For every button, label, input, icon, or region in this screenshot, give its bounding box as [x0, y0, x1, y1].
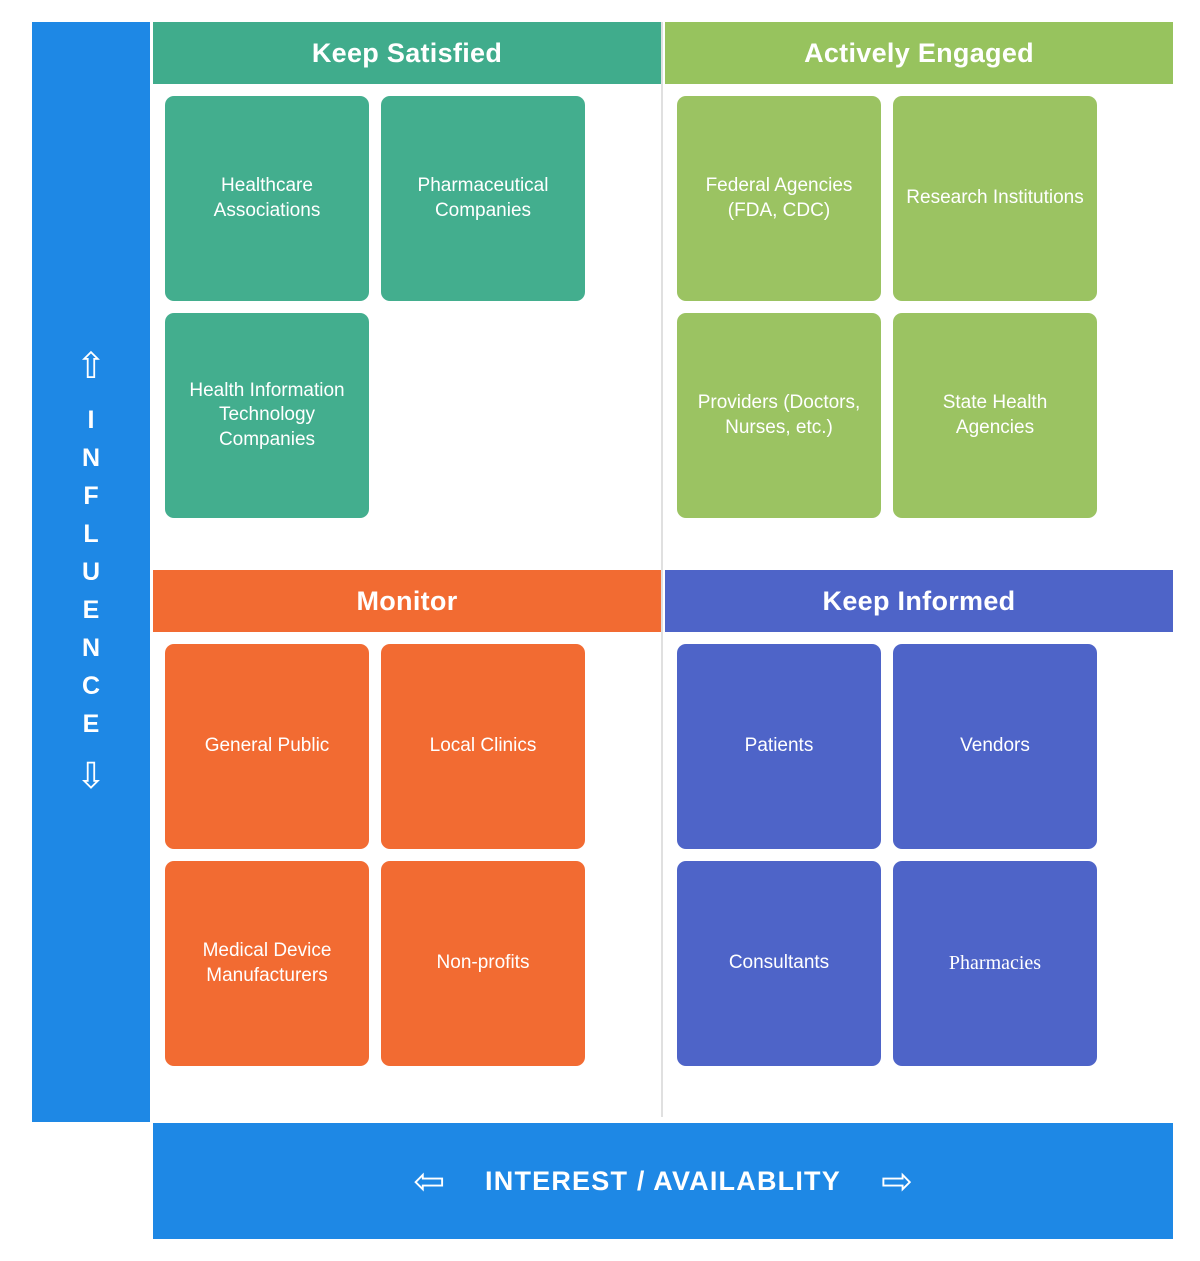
- interest-availability-axis: ⇦ INTEREST / AVAILABLITY ⇨: [153, 1123, 1173, 1239]
- influence-axis-letter: E: [82, 710, 100, 738]
- card-list-monitor: General Public Local Clinics Medical Dev…: [153, 632, 661, 1066]
- influence-axis-letter: E: [82, 596, 100, 624]
- arrow-right-icon: ⇨: [880, 1159, 913, 1203]
- vertical-divider: [661, 22, 663, 1117]
- quadrant-keep-informed: Keep Informed Patients Vendors Consultan…: [665, 570, 1173, 1066]
- quadrant-actively-engaged: Actively Engaged Federal Agencies (FDA, …: [665, 22, 1173, 518]
- quadrant-keep-satisfied: Keep Satisfied Healthcare Associations P…: [153, 22, 661, 518]
- influence-axis-label: I N F L U E N C E: [82, 401, 100, 743]
- quadrant-monitor: Monitor General Public Local Clinics Med…: [153, 570, 661, 1066]
- stakeholder-card[interactable]: Local Clinics: [381, 644, 585, 849]
- influence-axis-letter: U: [81, 558, 101, 586]
- stakeholder-card[interactable]: Federal Agencies (FDA, CDC): [677, 96, 881, 301]
- stakeholder-card[interactable]: Providers (Doctors, Nurses, etc.): [677, 313, 881, 518]
- influence-axis-letter: N: [81, 634, 101, 662]
- quadrant-title-actively-engaged: Actively Engaged: [665, 22, 1173, 84]
- quadrant-title-keep-informed: Keep Informed: [665, 570, 1173, 632]
- arrow-down-icon: ⇩: [75, 756, 107, 797]
- card-list-keep-satisfied: Healthcare Associations Pharmaceutical C…: [153, 84, 661, 518]
- influence-axis-letter: F: [83, 482, 99, 510]
- influence-axis-letter: N: [81, 444, 101, 472]
- quadrant-title-monitor: Monitor: [153, 570, 661, 632]
- quadrant-grid: Keep Satisfied Healthcare Associations P…: [153, 22, 1173, 1117]
- stakeholder-card[interactable]: Pharmacies: [893, 861, 1097, 1066]
- arrow-up-icon: ⇧: [75, 346, 107, 387]
- stakeholder-card[interactable]: Pharmaceutical Companies: [381, 96, 585, 301]
- stakeholder-card[interactable]: State Health Agencies: [893, 313, 1097, 518]
- stakeholder-card[interactable]: Medical Device Manufacturers: [165, 861, 369, 1066]
- interest-availability-axis-label: INTEREST / AVAILABLITY: [485, 1165, 841, 1196]
- quadrant-title-keep-satisfied: Keep Satisfied: [153, 22, 661, 84]
- influence-axis-letter: L: [83, 520, 99, 548]
- stakeholder-card[interactable]: Vendors: [893, 644, 1097, 849]
- influence-axis: ⇧ I N F L U E N C E ⇩: [32, 22, 150, 1122]
- stakeholder-card[interactable]: Non-profits: [381, 861, 585, 1066]
- stakeholder-card[interactable]: General Public: [165, 644, 369, 849]
- arrow-left-icon: ⇦: [413, 1159, 446, 1203]
- stakeholder-card[interactable]: Research Institutions: [893, 96, 1097, 301]
- influence-axis-letter: C: [81, 672, 101, 700]
- influence-axis-letter: I: [87, 406, 95, 434]
- stakeholder-card[interactable]: Patients: [677, 644, 881, 849]
- stakeholder-card[interactable]: Health Information Technology Companies: [165, 313, 369, 518]
- stakeholder-card[interactable]: Consultants: [677, 861, 881, 1066]
- card-list-actively-engaged: Federal Agencies (FDA, CDC) Research Ins…: [665, 84, 1173, 518]
- card-list-keep-informed: Patients Vendors Consultants Pharmacies: [665, 632, 1173, 1066]
- stakeholder-card[interactable]: Healthcare Associations: [165, 96, 369, 301]
